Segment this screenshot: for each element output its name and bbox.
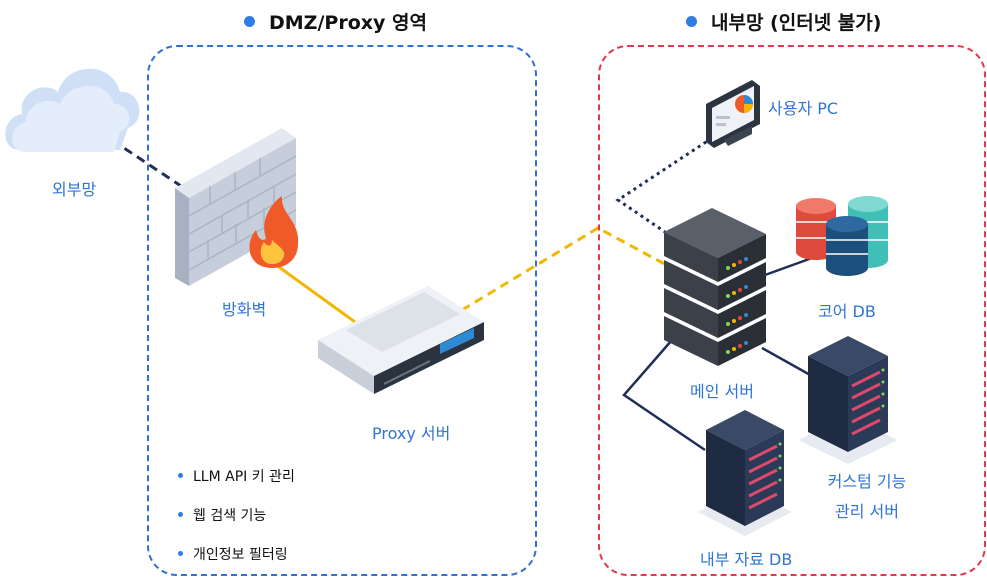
bullet-dot-icon [686, 16, 697, 27]
list-item: 웹 검색 기능 [178, 495, 295, 534]
monitor-icon [706, 80, 760, 148]
firewall-to-proxy-link [271, 260, 356, 324]
custom-server-label: 커스텀 기능 관리 서버 [822, 468, 912, 522]
firewall-label: 방화벽 [222, 300, 267, 319]
internal-zone-title: 내부망 (인터넷 불가) [686, 8, 881, 35]
feature-text: 웹 검색 기능 [193, 507, 267, 524]
bullet-dot-icon [178, 473, 183, 478]
server-rack-icon [698, 410, 792, 536]
list-item: 개인정보 필터링 [178, 534, 295, 573]
dmz-zone-title: DMZ/Proxy 영역 [244, 8, 427, 35]
main-server-label: 메인 서버 [690, 382, 754, 401]
dmz-zone [147, 45, 537, 576]
dmz-zone-title-text: DMZ/Proxy 영역 [269, 12, 427, 34]
main-to-pc-link [615, 136, 713, 234]
firewall-icon [175, 128, 299, 286]
user-pc-label: 사용자 PC [768, 99, 839, 118]
custom-server-label-line1: 커스텀 기능 [827, 472, 907, 491]
internal-db-label: 내부 자료 DB [700, 550, 793, 569]
main-to-internaldb-link [622, 339, 706, 452]
bullet-dot-icon [178, 512, 183, 517]
feature-text: 개인정보 필터링 [193, 546, 288, 563]
server-rack-icon [798, 336, 898, 464]
main-to-custom-link [761, 346, 813, 378]
external-network-label: 외부망 [52, 180, 97, 199]
external-to-firewall-link [111, 138, 191, 194]
custom-server-label-line2: 관리 서버 [835, 502, 899, 521]
database-icon [796, 196, 888, 276]
proxy-feature-list: LLM API 키 관리 웹 검색 기능 개인정보 필터링 [178, 456, 295, 573]
server-stack-icon [664, 208, 766, 366]
proxy-server-label: Proxy 서버 [372, 424, 451, 443]
proxy-server-icon [318, 286, 484, 394]
core-db-label: 코어 DB [818, 302, 876, 321]
main-to-coredb-link [764, 256, 813, 277]
internal-zone [598, 45, 986, 576]
bullet-dot-icon [178, 551, 183, 556]
internal-zone-title-text: 내부망 (인터넷 불가) [711, 12, 882, 34]
list-item: LLM API 키 관리 [178, 456, 295, 495]
feature-text: LLM API 키 관리 [193, 468, 295, 485]
bullet-dot-icon [244, 16, 255, 27]
cloud-icon [5, 68, 140, 152]
